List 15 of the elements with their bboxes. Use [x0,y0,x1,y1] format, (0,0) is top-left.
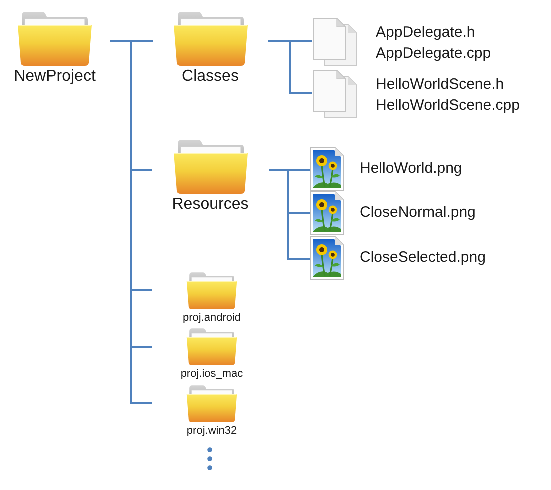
folder-name: NewProject [14,67,96,87]
file-name: HelloWorldScene.cpp [376,96,520,116]
file-name: HelloWorld.png [360,159,462,179]
folder-name: proj.ios_mac [180,367,244,381]
file-name: CloseSelected.png [360,248,486,268]
file-name: CloseNormal.png [360,203,476,223]
folder-name: Resources [172,195,249,215]
connector-line [110,40,152,404]
file-name: HelloWorldScene.h [376,75,506,95]
folder-name: Classes [182,67,239,87]
file-name: AppDelegate.cpp [376,44,492,64]
folder-name: proj.android [182,311,242,325]
folder-name: proj.win32 [186,424,238,438]
connector-line [268,40,312,94]
file-name: AppDelegate.h [376,23,476,43]
